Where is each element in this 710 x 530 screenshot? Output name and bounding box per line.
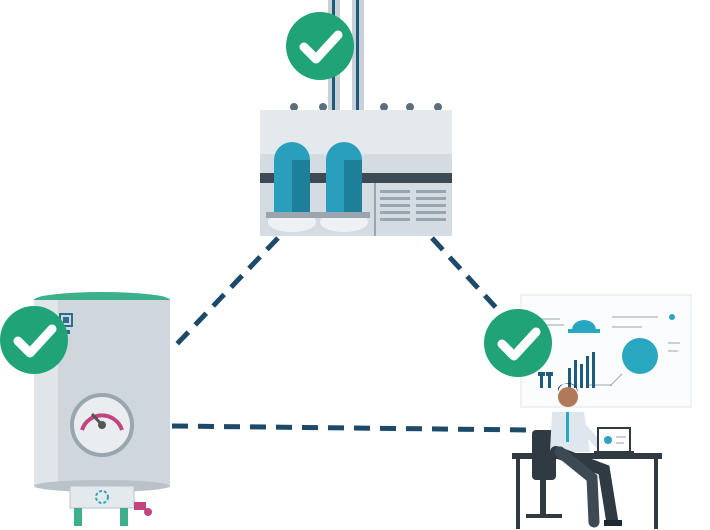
operator-person [550,382,622,528]
laptop [594,427,634,454]
link-factory-tank [174,236,280,347]
hard-hat-icon [568,320,600,333]
link-tank-workstation [171,423,531,433]
workstation-check-badge [484,309,552,377]
gauge-icon [70,393,134,457]
desk [512,453,662,459]
factory-check-badge [286,12,354,80]
link-factory-workstation [430,236,502,314]
check-icon [13,324,57,358]
chair [532,430,556,480]
check-icon [497,327,541,361]
check-icon [299,30,343,64]
tank-check-badge [0,306,68,374]
factory-illustration [260,0,452,236]
boiler-tank-illustration [34,292,170,526]
connection-links [171,236,531,433]
bar-chart-icon [568,352,595,388]
pie-chart-icon [609,338,658,387]
